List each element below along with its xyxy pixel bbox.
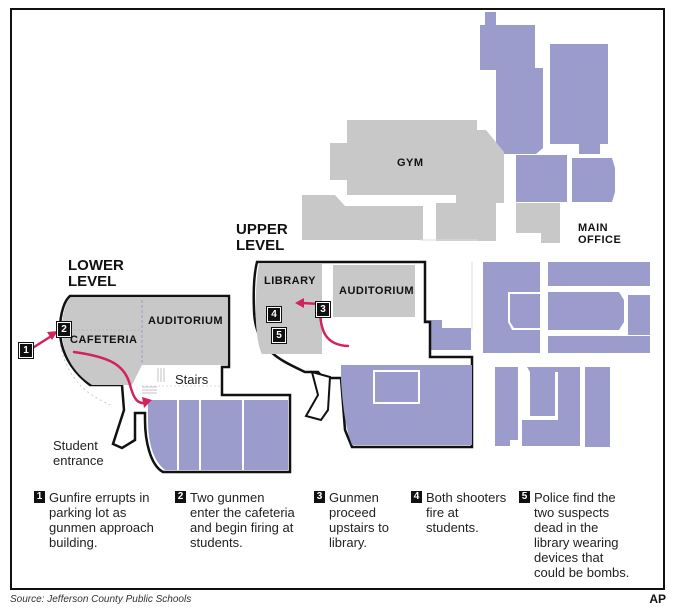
upper-level-label: UPPER LEVEL	[236, 221, 288, 254]
event-marker-4: 4	[266, 306, 282, 323]
upper-level-section	[252, 239, 478, 449]
legend-item-3: 3 Gunmen proceed upstairs to library.	[314, 490, 399, 550]
upper-auditorium-label: AUDITORIUM	[339, 285, 415, 297]
legend-item-1: 1 Gunfire errupts in parking lot as gunm…	[34, 490, 159, 550]
lower-auditorium-label: AUDITORIUM	[148, 315, 224, 327]
ap-credit: AP	[649, 592, 666, 606]
library-label: LIBRARY	[264, 275, 316, 287]
legend-text: Police find the two suspects dead in the…	[534, 490, 630, 580]
diagram-frame	[10, 8, 665, 590]
legend-text: Both shooters fire at students.	[426, 490, 507, 535]
legend-text: Two gunmen enter the cafeteria and begin…	[190, 490, 295, 550]
common-areas	[302, 120, 560, 243]
student-entrance-label: Student entrance	[53, 438, 104, 468]
legend-text: Gunmen proceed upstairs to library.	[329, 490, 389, 550]
lower-level-label: LOWER LEVEL	[68, 257, 124, 290]
arrow-heads	[47, 298, 304, 408]
event-marker-1: 1	[18, 342, 34, 359]
stairs-label: Stairs	[175, 372, 209, 387]
legend-text: Gunfire errupts in parking lot as gunmen…	[49, 490, 154, 550]
cafeteria-label: CAFETERIA	[70, 334, 138, 346]
legend-item-5: 5 Police find the two suspects dead in t…	[519, 490, 637, 580]
legend-item-2: 2 Two gunmen enter the cafeteria and beg…	[175, 490, 297, 550]
event-marker-3: 3	[315, 301, 331, 318]
lower-level-section	[58, 294, 292, 474]
gym-label: GYM	[397, 157, 424, 169]
event-marker-5: 5	[271, 327, 287, 344]
main-office-label: MAIN OFFICE	[578, 222, 622, 246]
event-marker-2: 2	[56, 321, 72, 338]
source-credit: Source: Jefferson County Public Schools	[10, 594, 192, 605]
legend-item-4: 4 Both shooters fire at students.	[411, 490, 511, 535]
legend-number: 5	[519, 491, 530, 503]
legend-number: 3	[314, 491, 325, 503]
legend-number: 4	[411, 491, 422, 503]
legend-number: 1	[34, 491, 45, 503]
legend-number: 2	[175, 491, 186, 503]
classroom-blocks	[362, 12, 650, 447]
